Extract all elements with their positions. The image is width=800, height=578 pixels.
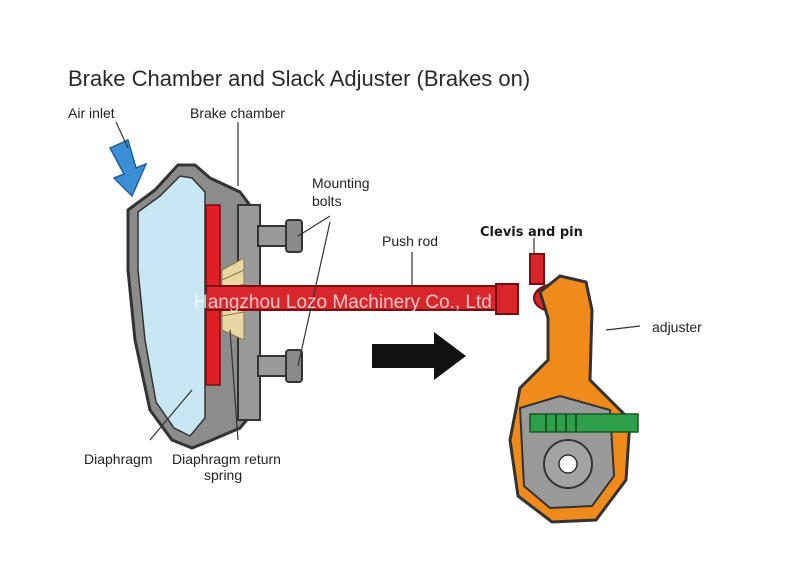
worm-gear [529, 413, 639, 433]
label-diaphragm-return-spring-2: spring [204, 467, 242, 483]
mounting-bolt-top [257, 219, 303, 253]
watermark: Hangzhou Lozo Machinery Co., Ltd [194, 292, 492, 313]
label-mounting-bolts-1: Mounting [312, 175, 370, 191]
leader-lines [115, 121, 641, 441]
label-clevis-and-pin: Clevis and pin [480, 225, 583, 240]
label-air-inlet: Air inlet [68, 105, 115, 121]
gear-icon [543, 439, 593, 489]
push-rod [205, 285, 503, 311]
label-adjuster: adjuster [652, 319, 702, 335]
label-mounting-bolts-2: bolts [312, 193, 342, 209]
brake-chamber [126, 163, 261, 450]
air-inlet-arrow-icon [108, 138, 148, 198]
diagram-title: Brake Chamber and Slack Adjuster (Brakes… [68, 66, 530, 91]
label-push-rod: Push rod [382, 233, 438, 249]
label-diaphragm: Diaphragm [84, 451, 152, 467]
label-brake-chamber: Brake chamber [190, 105, 285, 121]
motion-arrow-icon [372, 332, 466, 380]
label-diaphragm-return-spring-1: Diaphragm return [172, 451, 281, 467]
mounting-bolt-bottom [257, 349, 303, 383]
